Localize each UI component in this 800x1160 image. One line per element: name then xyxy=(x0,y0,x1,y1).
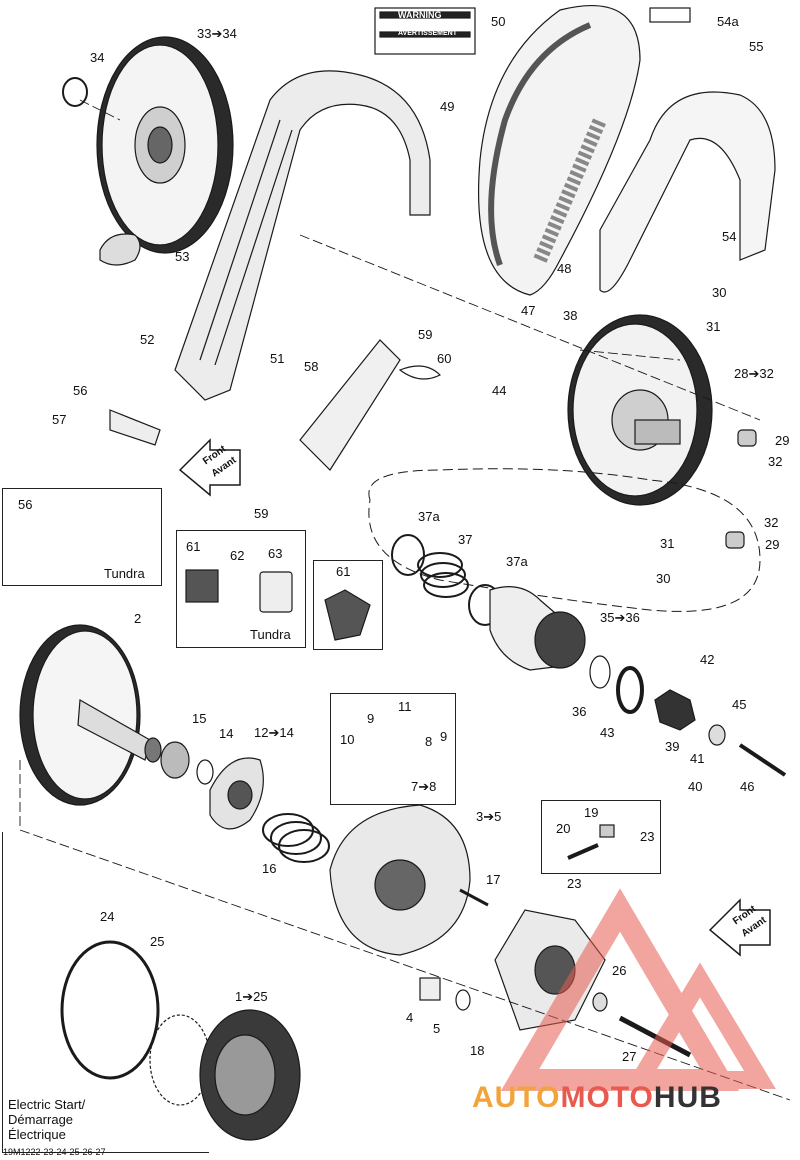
label-54: 54 xyxy=(722,229,737,244)
label-60: 60 xyxy=(437,351,452,366)
label-46: 46 xyxy=(740,779,755,794)
label-62: 62 xyxy=(230,548,245,563)
driven-sheave-disc xyxy=(96,36,234,254)
electric-start-box xyxy=(2,832,209,1153)
label-15: 15 xyxy=(192,711,207,726)
label-18: 18 xyxy=(470,1043,485,1058)
label-5: 5 xyxy=(433,1021,441,1036)
label-43: 43 xyxy=(600,725,615,740)
label-50: 50 xyxy=(491,14,506,29)
watermark-text: AUTOMOTOHUB xyxy=(472,1081,722,1114)
label-54a: 54a xyxy=(717,14,739,29)
diagram-code: 19M1222-23-24-25-26-27 xyxy=(3,1147,106,1157)
label-47: 47 xyxy=(521,303,536,318)
label-57: 57 xyxy=(52,412,67,427)
label-7-8: 7➔8 xyxy=(411,779,437,794)
label-31a: 31 xyxy=(706,319,721,334)
label-38: 38 xyxy=(563,308,578,323)
label-42: 42 xyxy=(700,652,715,667)
label-61a: 61 xyxy=(186,539,201,554)
label-33-34: 33➔34 xyxy=(197,26,237,41)
label-53: 53 xyxy=(175,249,190,264)
parts-7-8-box xyxy=(330,693,456,805)
label-63: 63 xyxy=(268,546,283,561)
warning-label-title-fr: AVERTISSEMENT xyxy=(398,30,457,37)
label-23a: 23 xyxy=(640,829,655,844)
label-48: 48 xyxy=(557,261,572,276)
label-24: 24 xyxy=(100,909,115,924)
label-44: 44 xyxy=(492,383,507,398)
tundra-label-2: Tundra xyxy=(250,627,291,642)
label-29b: 29 xyxy=(765,537,780,552)
label-56a: 56 xyxy=(73,383,88,398)
label-52: 52 xyxy=(140,332,155,347)
label-37: 37 xyxy=(458,532,473,547)
tundra-inset-box xyxy=(2,488,162,586)
label-1-25: 1➔25 xyxy=(235,989,268,1004)
label-58: 58 xyxy=(304,359,319,374)
label-25: 25 xyxy=(150,934,165,949)
label-4: 4 xyxy=(406,1010,414,1025)
label-30b: 30 xyxy=(656,571,671,586)
label-14: 14 xyxy=(219,726,234,741)
label-3-5: 3➔5 xyxy=(476,809,502,824)
label-49: 49 xyxy=(440,99,455,114)
label-9b: 9 xyxy=(440,729,448,744)
label-37a-2: 37a xyxy=(506,554,528,569)
label-34: 34 xyxy=(90,50,105,65)
part61-box xyxy=(313,560,383,650)
tundra-label-1: Tundra xyxy=(104,566,145,581)
label-32a: 32 xyxy=(768,454,783,469)
label-28-32: 28➔32 xyxy=(734,366,774,381)
label-45: 45 xyxy=(732,697,747,712)
label-37a-1: 37a xyxy=(418,509,440,524)
label-41: 41 xyxy=(690,751,705,766)
label-39: 39 xyxy=(665,739,680,754)
drive-pulley-28 xyxy=(567,314,713,506)
fixed-sheave-2 xyxy=(19,624,162,806)
label-12-14: 12➔14 xyxy=(254,725,294,740)
label-23b: 23 xyxy=(567,876,582,891)
label-30a: 30 xyxy=(712,285,727,300)
label-31b: 31 xyxy=(660,536,675,551)
label-8: 8 xyxy=(425,734,433,749)
label-26: 26 xyxy=(612,963,627,978)
label-36: 36 xyxy=(572,704,587,719)
watermark-logo xyxy=(500,888,776,1091)
label-59a: 59 xyxy=(418,327,433,342)
label-55: 55 xyxy=(749,39,764,54)
label-11: 11 xyxy=(398,699,412,714)
label-35-36: 35➔36 xyxy=(600,610,640,625)
label-51: 51 xyxy=(270,351,285,366)
parts-19-23-box xyxy=(541,800,661,874)
label-9a: 9 xyxy=(367,711,375,726)
label-2: 2 xyxy=(134,611,142,626)
label-40: 40 xyxy=(688,779,703,794)
label-10: 10 xyxy=(340,732,355,747)
label-32b: 32 xyxy=(764,515,779,530)
label-27: 27 xyxy=(622,1049,637,1064)
label-29a: 29 xyxy=(775,433,790,448)
label-19: 19 xyxy=(584,805,599,820)
label-16: 16 xyxy=(262,861,277,876)
tundra-kit-box xyxy=(176,530,306,648)
label-61b: 61 xyxy=(336,564,351,579)
label-56b: 56 xyxy=(18,497,33,512)
label-59b: 59 xyxy=(254,506,269,521)
warning-label-title: WARNING xyxy=(398,10,442,20)
label-17: 17 xyxy=(486,872,501,887)
label-20: 20 xyxy=(556,821,571,836)
